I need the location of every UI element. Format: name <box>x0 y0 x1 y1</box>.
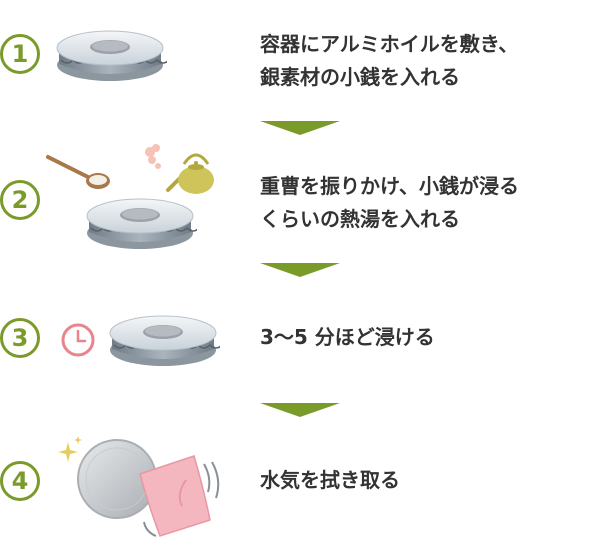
step-text-line: 容器にアルミホイルを敷き、 <box>260 32 519 56</box>
down-arrow-icon <box>260 263 340 277</box>
step-4: 4 水気を拭き取る <box>0 430 600 543</box>
down-arrow-icon <box>260 403 340 417</box>
step-number-badge: 2 <box>0 180 40 220</box>
bowl-icon <box>86 198 197 250</box>
kettle-icon <box>145 144 214 194</box>
down-arrow-icon <box>260 121 340 135</box>
step-text-line: 銀素材の小銭を入れる <box>260 65 460 89</box>
step-text: 水気を拭き取る <box>260 464 400 497</box>
step-2: 2 重曹を振りかけ、小銭が浸る くらいの熱湯を入れる <box>0 140 600 260</box>
step-text: 重曹を振りかけ、小銭が浸る くらいの熱湯を入れる <box>260 170 519 236</box>
bowl-icon <box>109 315 220 367</box>
step-1: 1 容器にアルミホイルを敷き、 銀素材の小銭を入れる <box>0 0 600 110</box>
sparkle-icon <box>58 436 82 462</box>
step-text-line: くらいの熱湯を入れる <box>260 207 460 231</box>
step-3: 3 3〜5 分ほど浸ける <box>0 290 600 390</box>
step-text-line: 重曹を振りかけ、小銭が浸る <box>260 174 519 198</box>
towel-icon <box>139 455 220 537</box>
clock-icon <box>61 323 95 357</box>
spoon-icon <box>46 155 110 189</box>
step-text: 3〜5 分ほど浸ける <box>260 321 435 354</box>
step-text-line: 水気を拭き取る <box>260 468 400 492</box>
bowl-icon <box>56 30 167 82</box>
step-text: 容器にアルミホイルを敷き、 銀素材の小銭を入れる <box>260 28 518 94</box>
step-number-badge: 4 <box>0 461 40 501</box>
step-number-badge: 3 <box>0 318 40 358</box>
step-text-line: 3〜5 分ほど浸ける <box>260 325 435 349</box>
step-number-badge: 1 <box>0 34 40 74</box>
